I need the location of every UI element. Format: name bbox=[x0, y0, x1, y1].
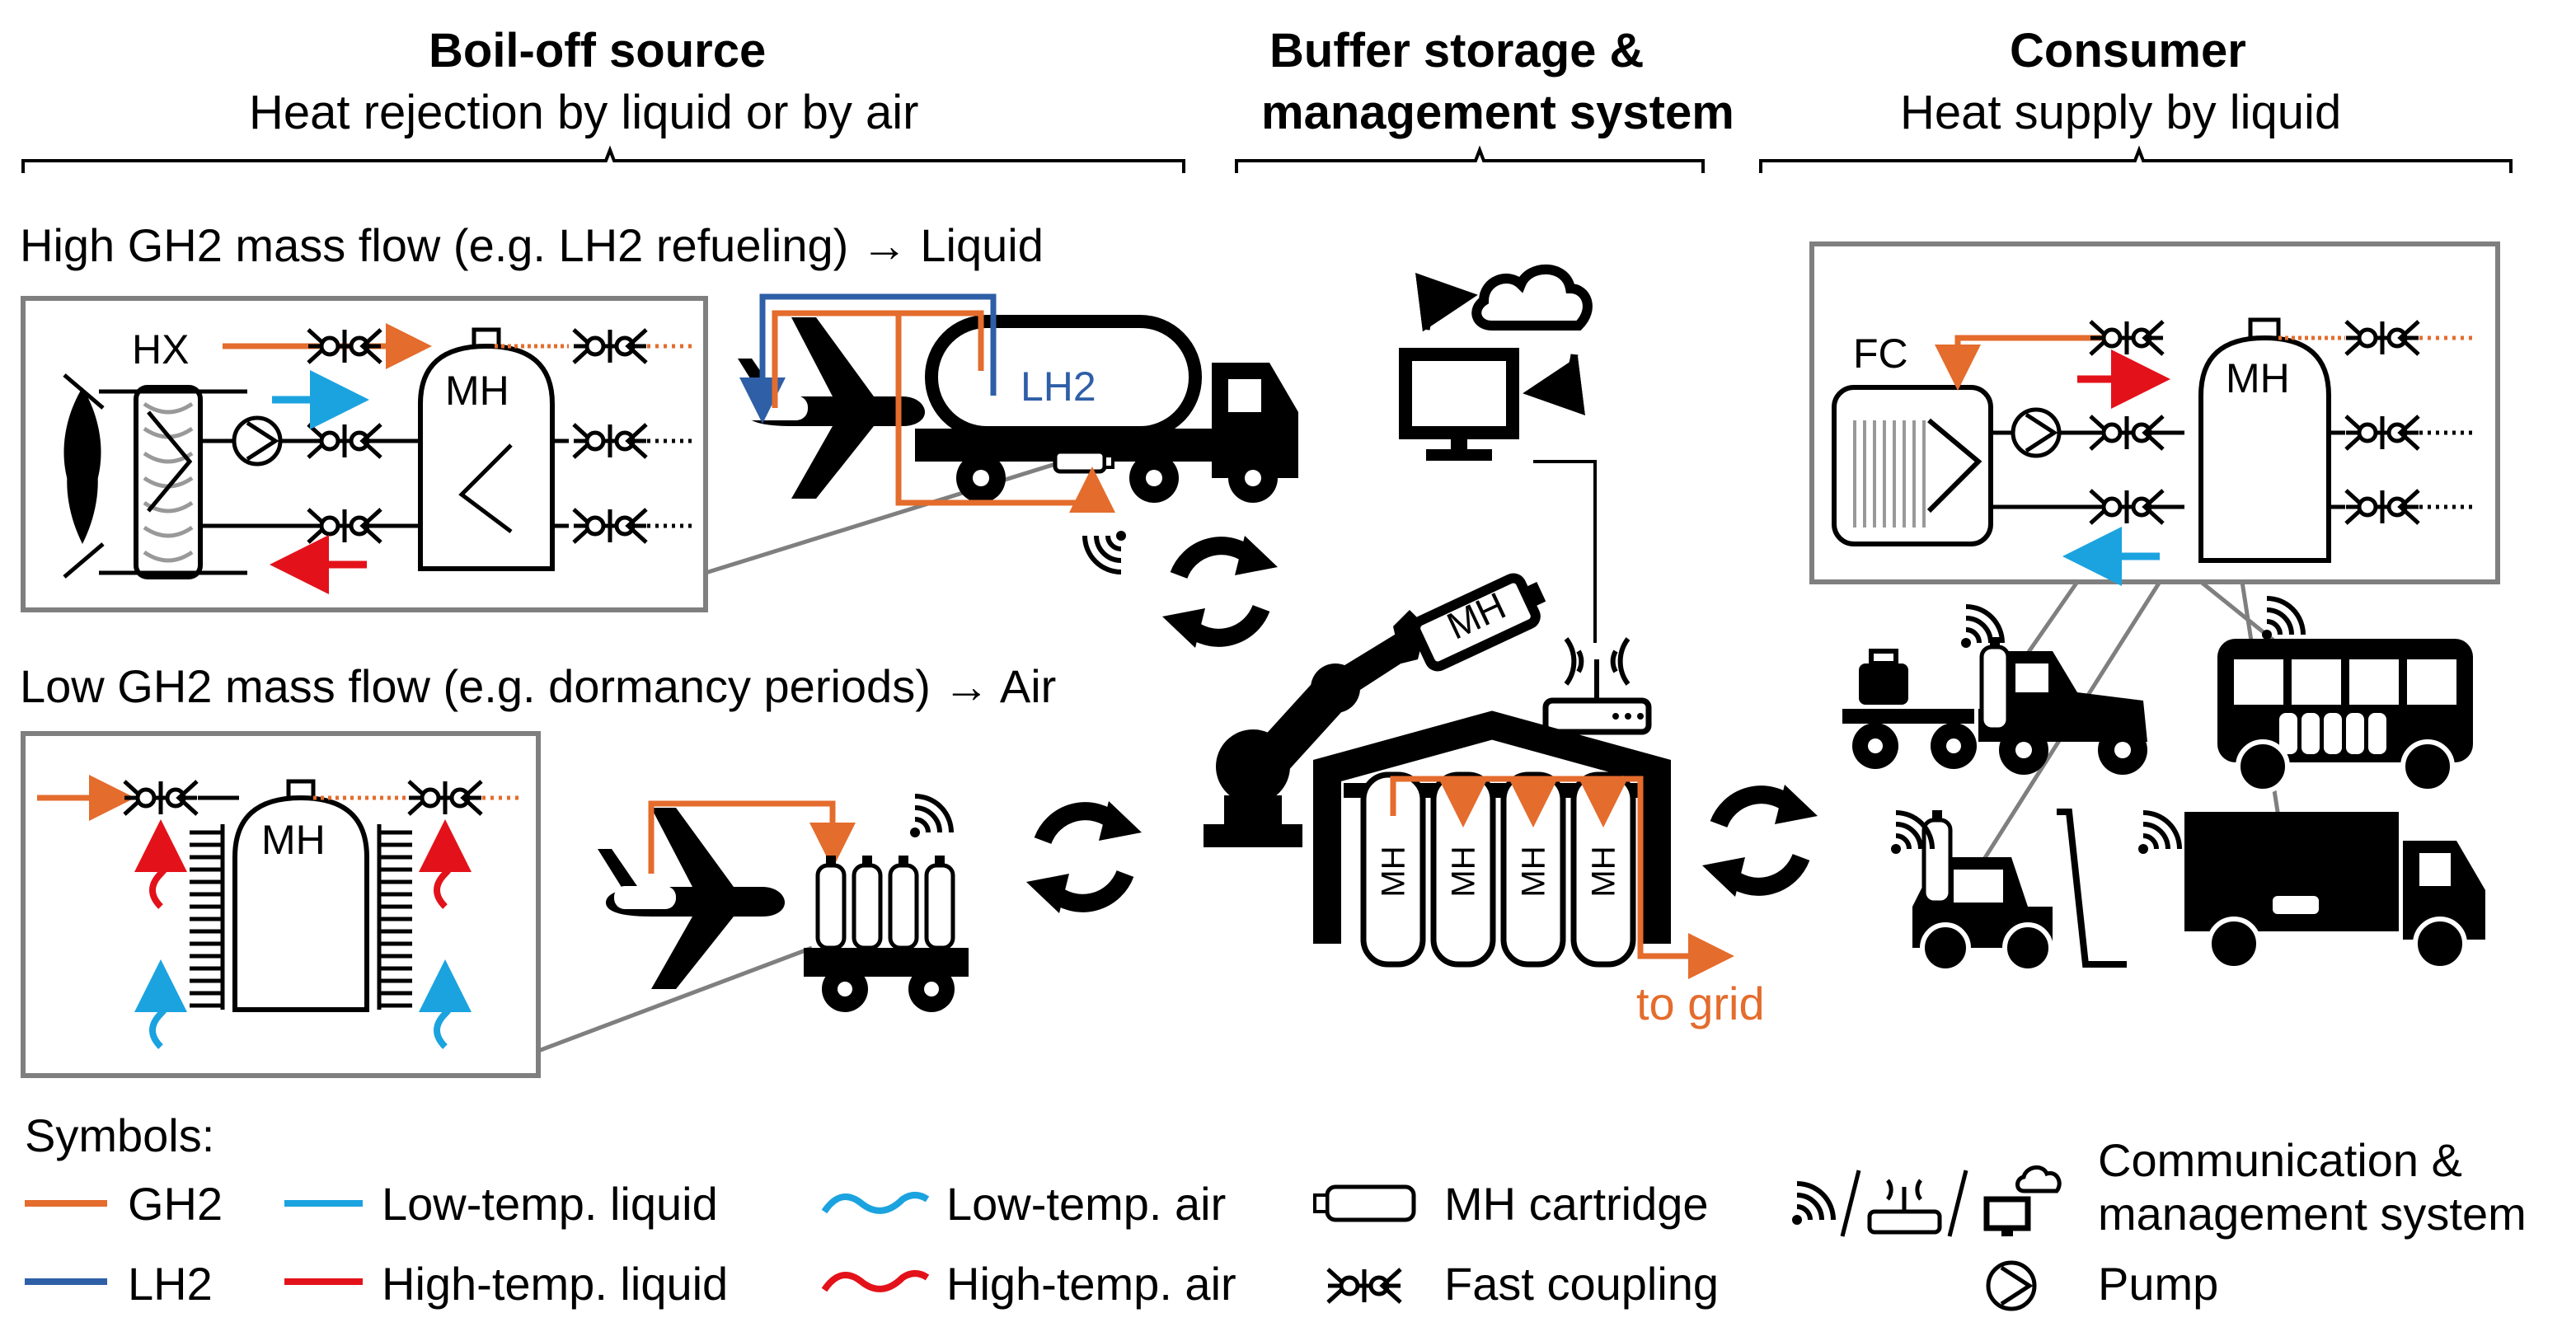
delivery-truck-icon bbox=[2138, 812, 2485, 971]
high-flow-panel bbox=[21, 296, 708, 612]
dormancy-scene bbox=[598, 796, 969, 1012]
legend-high-temp-air: High-temp. air bbox=[946, 1258, 1236, 1310]
robot-arm-icon bbox=[1204, 573, 1546, 847]
consumer-subtitle: Heat supply by liquid bbox=[1900, 86, 2342, 139]
mh-tank-icon bbox=[418, 327, 555, 571]
mh-label: MH bbox=[1375, 846, 1412, 898]
legend-gh2: GH2 bbox=[128, 1178, 223, 1230]
mh-label: MH bbox=[1445, 846, 1482, 898]
mh-label: MH bbox=[261, 817, 326, 863]
router-icon bbox=[1542, 637, 1652, 735]
refueling-scene bbox=[738, 293, 1298, 572]
low-flow-panel bbox=[21, 731, 541, 1078]
cartridge-trolley-icon bbox=[804, 856, 969, 1012]
mh-label: MH bbox=[445, 368, 509, 414]
consumer-title: Consumer bbox=[2010, 24, 2246, 77]
wifi-icon bbox=[2262, 598, 2303, 640]
buffer-title-line1: Buffer storage & bbox=[1269, 24, 1645, 77]
wifi-icon bbox=[1085, 531, 1126, 572]
exchange-cycle-icon bbox=[1162, 536, 1278, 648]
legend-low-temp-air: Low-temp. air bbox=[946, 1178, 1227, 1230]
fan-icon bbox=[63, 373, 105, 579]
baggage-tractor-icon bbox=[1842, 607, 2147, 775]
computer-cloud-icon bbox=[1983, 1165, 2062, 1236]
legend-low-temp-liquid: Low-temp. liquid bbox=[382, 1178, 718, 1230]
pump-icon bbox=[234, 418, 280, 464]
mh-label: MH bbox=[1585, 846, 1622, 898]
fc-label: FC bbox=[1853, 331, 1908, 377]
heat-exchanger-icon bbox=[99, 385, 247, 579]
legend-communication-line1: Communication & bbox=[2098, 1134, 2462, 1186]
wifi-icon bbox=[910, 796, 951, 837]
forklift-icon bbox=[1891, 810, 2127, 973]
legend-fast-coupling: Fast coupling bbox=[1444, 1258, 1720, 1310]
legend-mh-cartridge: MH cartridge bbox=[1444, 1178, 1709, 1230]
to-grid-label: to grid bbox=[1636, 978, 1765, 1029]
router-icon bbox=[1867, 1179, 1942, 1235]
legend bbox=[25, 1165, 2062, 1309]
legend-title: Symbols: bbox=[25, 1109, 215, 1161]
exchange-cycle-icon bbox=[1026, 801, 1142, 913]
mh-cartridge-icon bbox=[1313, 1184, 1416, 1222]
exchange-cycle-icon bbox=[1702, 785, 1818, 897]
mh-tank-icon bbox=[2198, 317, 2331, 563]
high-flow-label: High GH2 mass flow (e.g. LH2 refueling) … bbox=[20, 219, 1044, 271]
wifi-icon bbox=[1792, 1184, 1833, 1225]
header-braces bbox=[21, 145, 2513, 173]
consumer-panel bbox=[1809, 241, 2500, 586]
fuel-cell-icon bbox=[1832, 385, 1993, 546]
pump-icon bbox=[2013, 410, 2059, 456]
wifi-icon bbox=[2138, 813, 2180, 854]
mh-label: MH bbox=[2226, 355, 2290, 401]
air-waves bbox=[134, 819, 472, 1049]
management-computer-icon bbox=[1399, 264, 1593, 461]
pump-icon bbox=[1988, 1263, 2034, 1309]
lh2-truck-icon bbox=[915, 315, 1298, 503]
fast-coupling-icon bbox=[1328, 1269, 1401, 1302]
mh-label: MH bbox=[1515, 846, 1552, 898]
legend-pump: Pump bbox=[2098, 1258, 2219, 1310]
buffer-title-line2: management system bbox=[1261, 86, 1734, 139]
mh-tank-icon bbox=[190, 779, 412, 1012]
legend-communication-line2: management system bbox=[2098, 1188, 2527, 1240]
lh2-label: LH2 bbox=[1021, 363, 1096, 410]
source-subtitle: Heat rejection by liquid or by air bbox=[249, 86, 919, 139]
legend-lh2: LH2 bbox=[128, 1258, 213, 1310]
warehouse-icon bbox=[1313, 710, 1734, 979]
legend-high-temp-liquid: High-temp. liquid bbox=[382, 1258, 729, 1310]
hx-label: HX bbox=[132, 326, 190, 373]
source-title: Boil-off source bbox=[429, 24, 767, 77]
bus-icon bbox=[2217, 598, 2473, 794]
low-flow-label: Low GH2 mass flow (e.g. dormancy periods… bbox=[20, 660, 1057, 712]
